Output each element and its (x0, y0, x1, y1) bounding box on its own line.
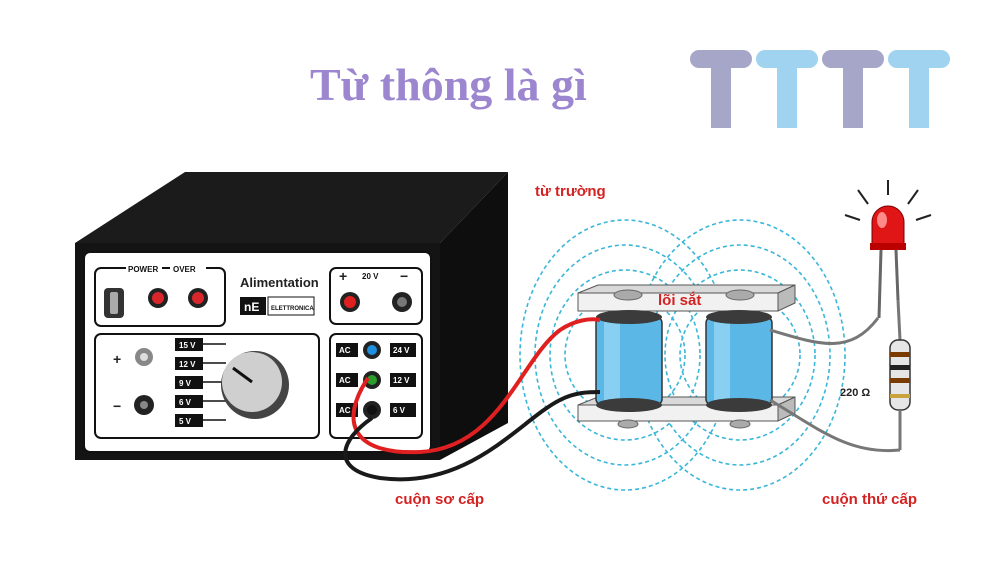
ac-output-terminal[interactable] (363, 341, 381, 359)
primary-wire-red (351, 317, 601, 455)
power-label: POWER (128, 265, 158, 274)
ac-output-terminal[interactable] (363, 401, 381, 419)
magnetic-field-lines (519, 219, 846, 491)
ac-label: AC (339, 346, 351, 355)
dc-plus-terminal[interactable] (340, 292, 360, 312)
iron-core-label: lõi sắt (658, 291, 701, 309)
secondary-wire-lower (769, 398, 901, 453)
logo-letter-t (690, 50, 752, 128)
secondary-coil (705, 310, 773, 412)
ac-row: AC 6 V (336, 401, 416, 419)
resistor (889, 299, 911, 450)
secondary-coil-label: cuộn thứ cấp (822, 491, 917, 508)
variable-minus-terminal[interactable] (134, 395, 154, 415)
maker-logo: nE ELETTRONICA (240, 296, 315, 316)
resistor-label: 220 Ω (840, 387, 870, 399)
ac-output-terminal[interactable] (363, 371, 381, 389)
page-title: Từ thông là gì (310, 59, 587, 110)
led (844, 180, 932, 319)
ac-label: AC (339, 406, 351, 415)
secondary-wire-upper (769, 317, 880, 345)
primary-coil (595, 310, 663, 412)
ac-voltage-label: 12 V (393, 376, 410, 385)
power-indicator (148, 288, 168, 308)
led-glow-rays (844, 180, 932, 221)
over-label: OVER (173, 265, 196, 274)
ac-row: AC 12 V (336, 371, 416, 389)
dc-minus-terminal[interactable] (392, 292, 412, 312)
voltage-step: 15 V (175, 338, 226, 351)
over-indicator (188, 288, 208, 308)
ac-label: AC (339, 376, 351, 385)
power-toggle-switch[interactable] (104, 288, 124, 318)
power-supply: POWER OVER Alimentation nE ELETTRONICA +… (75, 172, 508, 460)
voltage-step-label: 12 V (179, 360, 196, 369)
ac-row: AC 24 V (336, 341, 416, 359)
logo-letter-t (888, 50, 950, 128)
primary-coil-label: cuộn sơ cấp (395, 491, 484, 508)
primary-wire-black (343, 390, 601, 482)
maker-badge: ELETTRONICA (271, 306, 314, 312)
logo-letter-t (756, 50, 818, 128)
dc-voltage-label: 20 V (362, 272, 379, 281)
brand-label: Alimentation (240, 275, 319, 290)
logo-letter-t (822, 50, 884, 128)
voltage-step: 6 V (175, 395, 226, 408)
voltage-knob[interactable] (221, 351, 289, 419)
voltage-step-label: 9 V (179, 379, 192, 388)
voltage-step-label: 15 V (179, 341, 196, 350)
var-minus-label: − (113, 398, 121, 414)
ac-voltage-label: 24 V (393, 346, 410, 355)
ac-rows: AC 24 V AC 12 V AC 6 V (336, 341, 416, 419)
dc-plus-label: + (339, 268, 347, 284)
dc-minus-label: − (400, 268, 408, 284)
var-plus-label: + (113, 351, 121, 367)
svg-text:nE: nE (244, 300, 259, 314)
magnetic-field-label: từ trường (535, 183, 606, 200)
logo (690, 50, 950, 128)
voltage-step-label: 6 V (179, 398, 192, 407)
ac-voltage-label: 6 V (393, 406, 406, 415)
voltage-scale: 15 V 12 V 9 V 6 V 5 V (175, 338, 226, 427)
voltage-step-label: 5 V (179, 417, 192, 426)
voltage-step: 5 V (175, 414, 226, 427)
variable-plus-terminal[interactable] (135, 348, 153, 366)
voltage-step: 12 V (175, 357, 226, 370)
